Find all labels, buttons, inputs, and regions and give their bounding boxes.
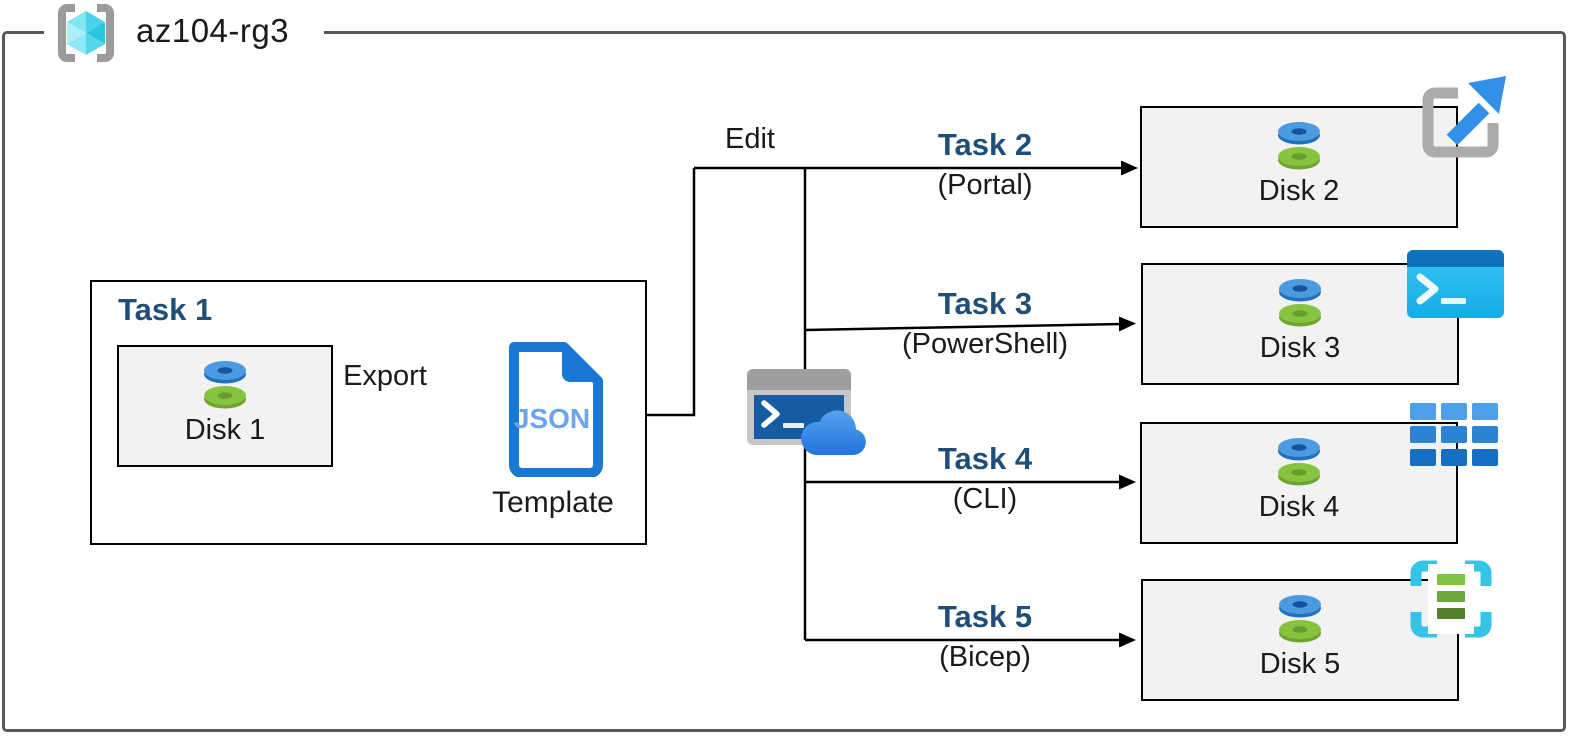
resource-group-name: az104-rg3 bbox=[136, 12, 290, 49]
template-label: Template bbox=[492, 486, 614, 519]
disk4-box: Disk 4 bbox=[1140, 422, 1458, 544]
disk2-label: Disk 2 bbox=[1258, 175, 1340, 207]
task3-label-group: Task 3 (PowerShell) bbox=[825, 286, 1145, 361]
disk1-label: Disk 1 bbox=[184, 414, 266, 446]
azure-portal-icon bbox=[1422, 76, 1506, 158]
managed-disk-icon bbox=[204, 361, 246, 409]
task2-label: Task 2 bbox=[937, 127, 1033, 162]
json-icon-text: JSON bbox=[514, 403, 590, 434]
powershell-icon bbox=[1407, 250, 1504, 318]
disk3-label: Disk 3 bbox=[1259, 332, 1341, 364]
managed-disk-icon bbox=[1279, 595, 1321, 643]
resource-group-frame bbox=[2, 31, 1566, 732]
managed-disk-icon bbox=[1278, 438, 1320, 486]
task4-label-group: Task 4 (CLI) bbox=[825, 441, 1145, 516]
task5-label-group: Task 5 (Bicep) bbox=[825, 599, 1145, 674]
task3-label: Task 3 bbox=[937, 286, 1033, 321]
task3-method: (PowerShell) bbox=[902, 328, 1068, 360]
cli-grid-icon bbox=[1410, 403, 1498, 466]
disk1-box: Disk 1 bbox=[117, 345, 333, 467]
task5-method: (Bicep) bbox=[939, 641, 1031, 673]
task1-label: Task 1 bbox=[118, 292, 213, 327]
bicep-template-icon bbox=[1410, 560, 1492, 638]
task4-method: (CLI) bbox=[952, 483, 1018, 515]
managed-disk-icon bbox=[1278, 122, 1320, 170]
task5-label: Task 5 bbox=[937, 599, 1033, 634]
json-template-icon: JSON bbox=[509, 342, 603, 477]
resource-group-icon bbox=[58, 4, 114, 62]
disk5-label: Disk 5 bbox=[1259, 648, 1341, 680]
disk2-box: Disk 2 bbox=[1140, 106, 1458, 228]
managed-disk-icon bbox=[1279, 279, 1321, 327]
export-label: Export bbox=[343, 360, 427, 392]
edit-label: Edit bbox=[725, 123, 775, 155]
disk5-box: Disk 5 bbox=[1141, 579, 1459, 701]
task2-label-group: Task 2 (Portal) bbox=[825, 127, 1145, 202]
disk4-label: Disk 4 bbox=[1258, 491, 1340, 523]
task4-label: Task 4 bbox=[937, 441, 1033, 476]
task2-method: (Portal) bbox=[937, 169, 1033, 201]
disk3-box: Disk 3 bbox=[1141, 263, 1459, 385]
cloud-shell-icon bbox=[747, 369, 866, 455]
